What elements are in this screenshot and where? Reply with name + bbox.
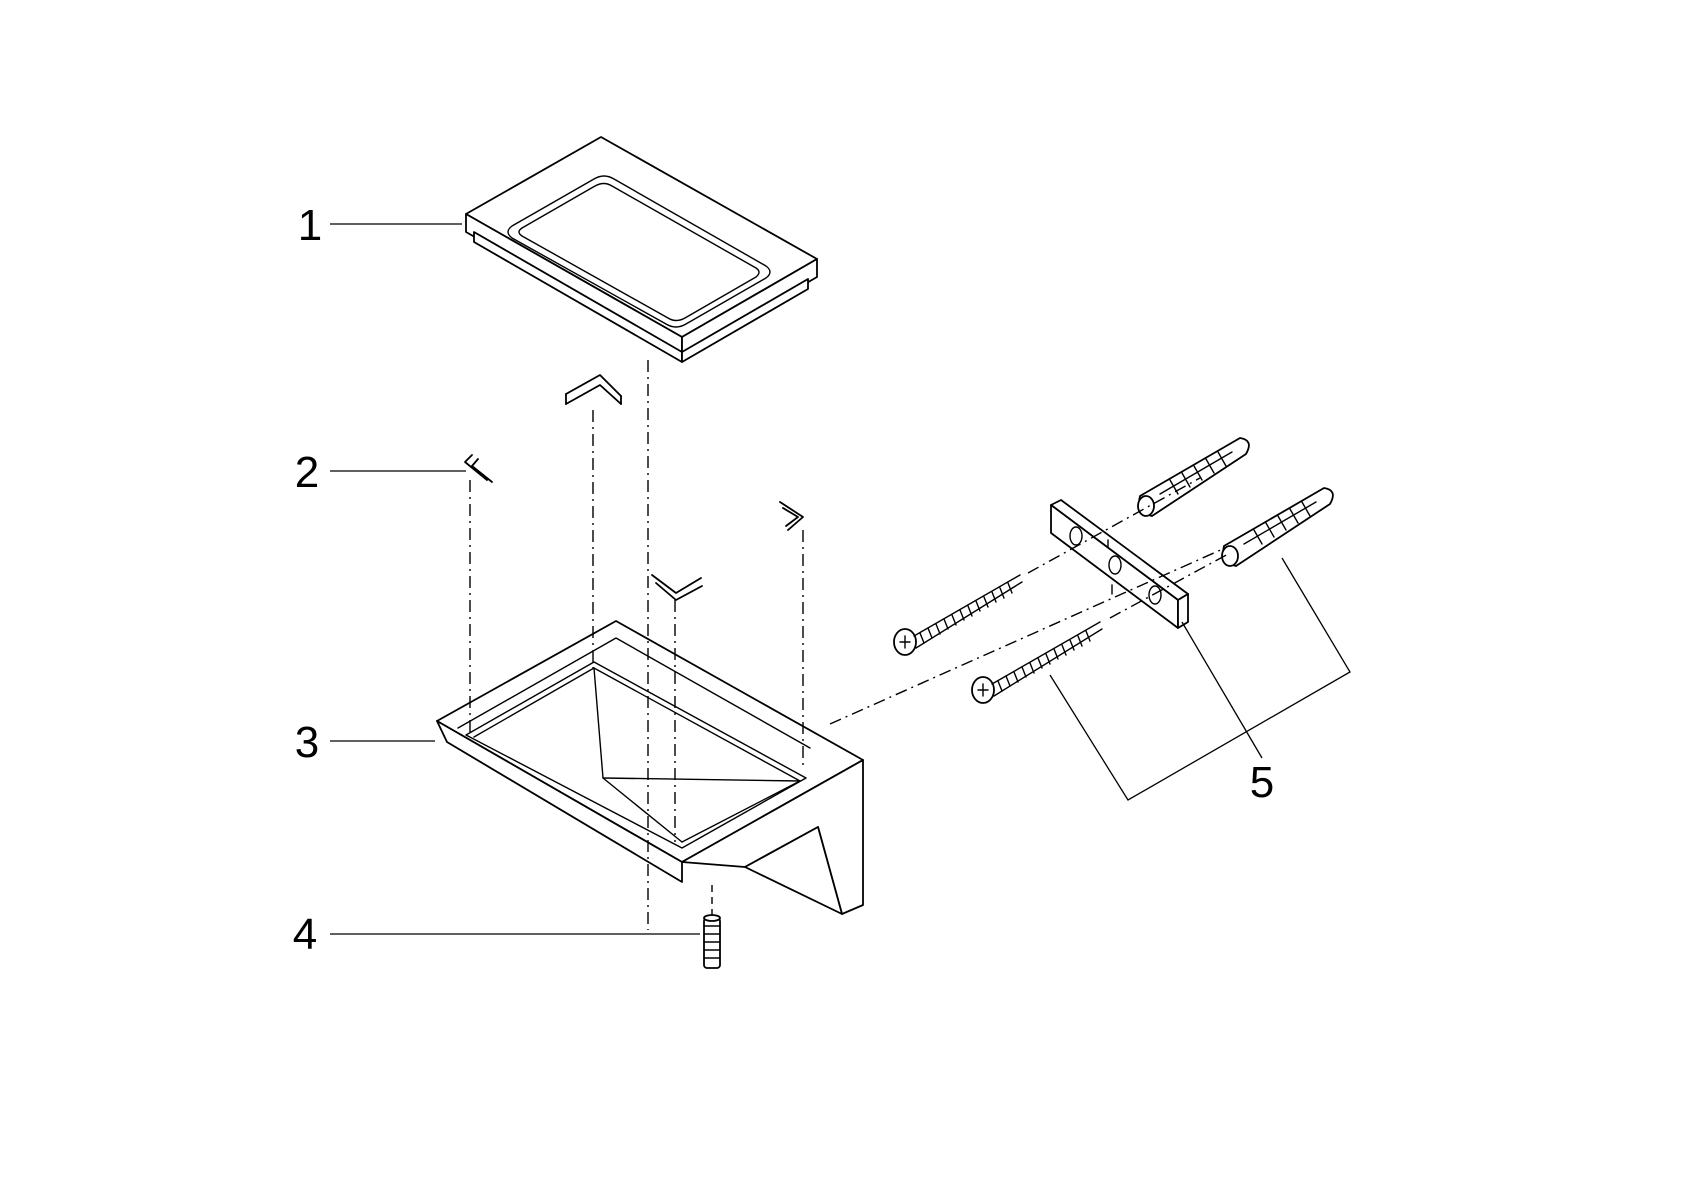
part-5-screw-upper <box>893 574 1023 656</box>
assembly-lines <box>469 360 1231 930</box>
leader-lines <box>330 223 1351 935</box>
part-2-clips <box>464 374 804 601</box>
callout-5: 5 <box>1249 758 1275 807</box>
part-3-holder-body <box>436 620 864 915</box>
part-5-wall-plug-upper <box>1137 437 1250 517</box>
callout-4: 4 <box>292 910 318 959</box>
part-4-grub-screw <box>703 914 721 969</box>
callout-2: 2 <box>294 448 320 497</box>
callout-1: 1 <box>297 201 323 250</box>
part-1-soap-dish-insert <box>465 136 818 363</box>
callout-3: 3 <box>294 718 320 767</box>
part-5-screw-lower <box>971 621 1103 704</box>
part-5-wall-bracket-plate <box>1050 499 1189 629</box>
part-5-wall-plug-lower <box>1221 487 1334 567</box>
